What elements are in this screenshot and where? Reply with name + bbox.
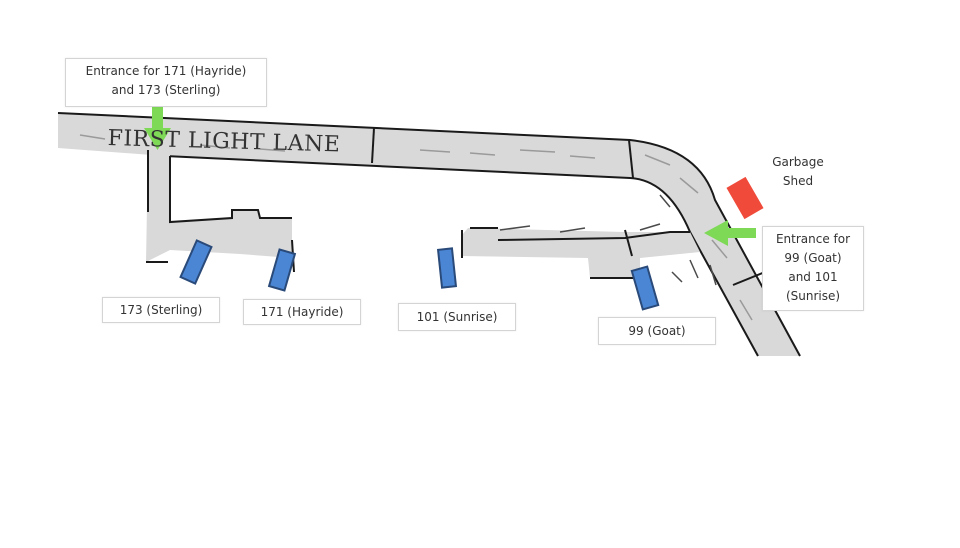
garbage-shed-marker xyxy=(726,176,764,220)
west-driveway-edge xyxy=(146,150,295,273)
entrance-label-east-line3: and 101 xyxy=(788,270,838,284)
entrance-label-west-line1: Entrance for 171 (Hayride) xyxy=(85,64,247,78)
entrance-label-west-line2: and 173 (Sterling) xyxy=(111,83,221,97)
house-marker-101-sunrise xyxy=(436,247,458,289)
east-driveway xyxy=(461,194,717,286)
house-label-99-goat: 99 (Goat) xyxy=(598,317,716,345)
entrance-arrow-left-icon xyxy=(704,220,756,246)
house-marker-171-hayride xyxy=(267,248,297,292)
lane-surface xyxy=(58,113,800,356)
garbage-shed-label-line2: Shed xyxy=(782,174,814,188)
east-driveway-surface xyxy=(462,228,700,278)
east-driveway-edge xyxy=(461,227,690,279)
house-marker-173-sterling xyxy=(179,239,213,285)
entrance-label-west: Entrance for 171 (Hayride) and 173 (Ster… xyxy=(65,58,267,107)
entrance-label-east-line2: 99 (Goat) xyxy=(784,251,842,265)
lane-hatching xyxy=(79,134,753,321)
lane-edge-top xyxy=(57,112,801,357)
entrance-arrow-down-icon xyxy=(144,102,171,150)
west-driveway-surface xyxy=(146,150,292,262)
garbage-shed-label-line1: Garbage xyxy=(772,155,824,169)
lane-divider-2 xyxy=(628,139,634,179)
garbage-shed-label: Garbage Shed xyxy=(762,153,834,191)
east-driveway-dashes xyxy=(499,194,717,286)
west-driveway xyxy=(146,150,295,273)
house-label-101-sunrise: 101 (Sunrise) xyxy=(398,303,516,331)
house-label-171-hayride: 171 (Hayride) xyxy=(243,299,361,325)
house-label-173-sterling: 173 (Sterling) xyxy=(102,297,220,323)
lane-divider-1 xyxy=(371,127,375,164)
entrance-label-east: Entrance for 99 (Goat) and 101 (Sunrise) xyxy=(762,226,864,311)
entrance-label-east-line1: Entrance for xyxy=(775,232,851,246)
lane-edge-bottom xyxy=(164,155,759,357)
house-marker-99-goat xyxy=(630,265,660,311)
entrance-label-east-line4: (Sunrise) xyxy=(785,289,841,303)
